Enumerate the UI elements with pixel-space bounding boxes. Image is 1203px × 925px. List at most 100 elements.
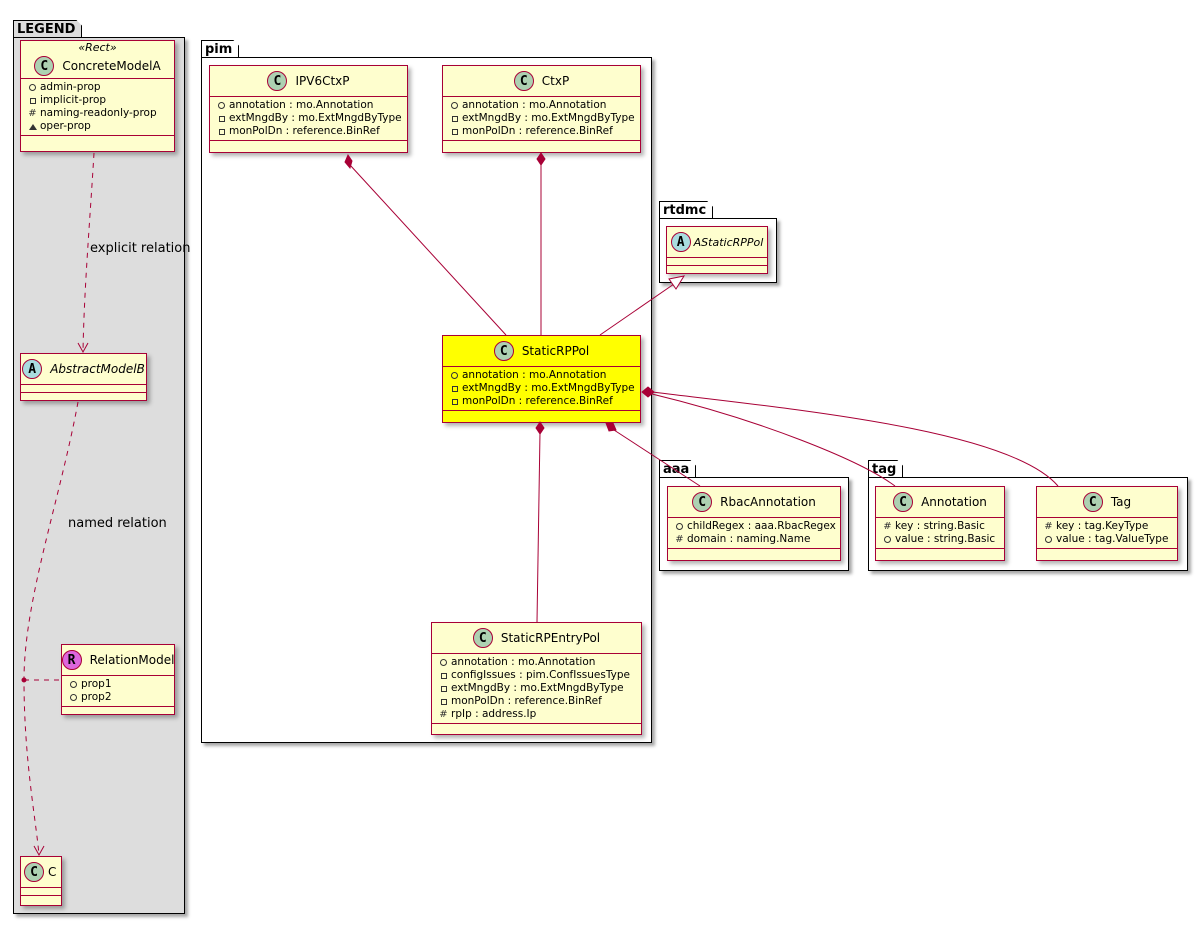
composition-diamond	[535, 421, 545, 435]
class-concrete-model-a[interactable]: «Rect» C ConcreteModelA admin-prop impli…	[20, 40, 175, 152]
public-icon	[449, 102, 460, 109]
class-tag[interactable]: C Tag #key : tag.KeyType value : tag.Val…	[1036, 486, 1178, 561]
class-name: AbstractModelB	[50, 362, 145, 376]
stereotype-label: «Rect»	[78, 41, 117, 54]
attribute-row: value : string.Basic	[882, 533, 998, 546]
arrow-head	[77, 342, 89, 354]
named-relation-edge	[23, 401, 79, 856]
class-name: RelationModel	[89, 653, 175, 667]
public-icon	[1043, 536, 1054, 543]
attribute-row: prop2	[68, 691, 168, 704]
composition-edge	[651, 391, 1059, 487]
public-icon	[438, 659, 449, 666]
package-pim-tab: pim	[201, 40, 239, 58]
explicit-relation-label: explicit relation	[90, 241, 191, 256]
class-name: RbacAnnotation	[720, 495, 816, 509]
attribute-row: monPolDn : reference.BinRef	[449, 395, 634, 408]
class-abstract-model-b[interactable]: A AbstractModelB	[20, 353, 147, 401]
attribute-row: monPolDn : reference.BinRef	[449, 125, 634, 138]
composition-diamond	[605, 422, 617, 432]
class-c-icon: C	[513, 71, 534, 91]
protected-icon: #	[439, 709, 448, 720]
attribute-row: #naming-readonly-prop	[28, 107, 157, 119]
attribute-row: annotation : mo.Annotation	[449, 369, 634, 382]
attributes-section: admin-prop implicit-prop #naming-readonl…	[21, 78, 174, 135]
class-name: IPV6CtxP	[295, 74, 350, 88]
class-c-icon: C	[692, 492, 713, 512]
private-icon	[449, 398, 460, 405]
generalization-edge	[599, 283, 675, 336]
class-c-icon: C	[893, 492, 914, 512]
class-c[interactable]: C C	[20, 856, 62, 906]
class-staticrpentrypol[interactable]: C StaticRPEntryPol annotation : mo.Annot…	[431, 622, 642, 735]
named-relation-label: named relation	[68, 516, 167, 531]
public-icon	[216, 102, 227, 109]
class-c-icon: C	[493, 341, 514, 361]
class-c-icon: C	[34, 56, 55, 76]
package-legend	[13, 37, 185, 914]
protected-icon: #	[675, 534, 684, 545]
private-icon	[449, 115, 460, 122]
association-point	[21, 677, 27, 683]
package-legend-label: LEGEND	[17, 22, 76, 37]
package-tag-label: tag	[872, 462, 897, 477]
class-relation-model[interactable]: R RelationModel prop1 prop2	[61, 644, 175, 715]
composition-diamond	[641, 386, 655, 398]
class-annotation[interactable]: C Annotation #key : string.Basic value :…	[875, 486, 1005, 561]
private-icon	[438, 698, 449, 705]
public-icon	[449, 372, 460, 379]
class-name: Tag	[1110, 495, 1132, 509]
attribute-row: #domain : naming.Name	[675, 533, 811, 545]
composition-edge	[651, 393, 896, 487]
class-ipv6ctxp[interactable]: C IPV6CtxP annotation : mo.Annotation ex…	[209, 65, 408, 153]
attribute-row: childRegex : aaa.RbacRegex	[674, 520, 836, 533]
class-a-icon: A	[670, 232, 691, 252]
attribute-row: annotation : mo.Annotation	[216, 99, 401, 112]
attribute-row: monPolDn : reference.BinRef	[438, 695, 635, 708]
class-name: Annotation	[921, 495, 987, 509]
composition-edge	[613, 429, 701, 487]
class-rbacannotation[interactable]: C RbacAnnotation childRegex : aaa.RbacRe…	[667, 486, 841, 561]
class-name: StaticRPPol	[521, 344, 590, 358]
attribute-row: extMngdBy : mo.ExtMngdByType	[449, 382, 635, 395]
package-legend-tab: LEGEND	[13, 20, 82, 38]
attribute-row: prop1	[68, 678, 168, 691]
public-icon	[882, 536, 893, 543]
package-icon	[27, 123, 38, 130]
attribute-row: extMngdBy : mo.ExtMngdByType	[449, 112, 635, 125]
public-icon	[674, 523, 685, 530]
private-icon	[449, 385, 460, 392]
attribute-row: extMngdBy : mo.ExtMngdByType	[216, 112, 402, 125]
composition-diamond	[536, 152, 546, 166]
class-name: StaticRPEntryPol	[500, 631, 601, 645]
attribute-row: monPolDn : reference.BinRef	[216, 125, 401, 138]
composition-edge	[349, 164, 507, 336]
class-r-icon: R	[61, 650, 82, 670]
protected-icon: #	[1044, 521, 1053, 532]
class-staticrppol[interactable]: C StaticRPPol annotation : mo.Annotation…	[442, 335, 641, 423]
explicit-relation-edge	[82, 152, 95, 353]
package-pim-label: pim	[205, 42, 233, 57]
class-ctxp[interactable]: C CtxP annotation : mo.Annotation extMng…	[442, 65, 641, 153]
class-c-icon: C	[24, 862, 44, 882]
package-tag-tab: tag	[868, 460, 903, 478]
attribute-row: annotation : mo.Annotation	[438, 656, 635, 669]
class-name: AStaticRPPol	[693, 235, 764, 249]
attribute-row: annotation : mo.Annotation	[449, 99, 634, 112]
attribute-row: admin-prop	[27, 81, 168, 94]
class-astaticrppol[interactable]: A AStaticRPPol	[666, 226, 768, 274]
class-c-icon: C	[267, 71, 288, 91]
attribute-row: #key : tag.KeyType	[1044, 520, 1149, 532]
attribute-row: implicit-prop	[27, 94, 168, 107]
generalization-triangle	[668, 275, 686, 290]
protected-icon: #	[28, 108, 37, 119]
arrow-head	[33, 845, 45, 857]
attribute-row: value : tag.ValueType	[1043, 533, 1171, 546]
attribute-row: oper-prop	[27, 120, 168, 133]
class-name: ConcreteModelA	[62, 59, 161, 73]
attribute-row: configIssues : pim.ConfIssuesType	[438, 669, 635, 682]
class-name: C	[48, 865, 57, 879]
private-icon	[438, 685, 449, 692]
private-icon	[438, 672, 449, 679]
